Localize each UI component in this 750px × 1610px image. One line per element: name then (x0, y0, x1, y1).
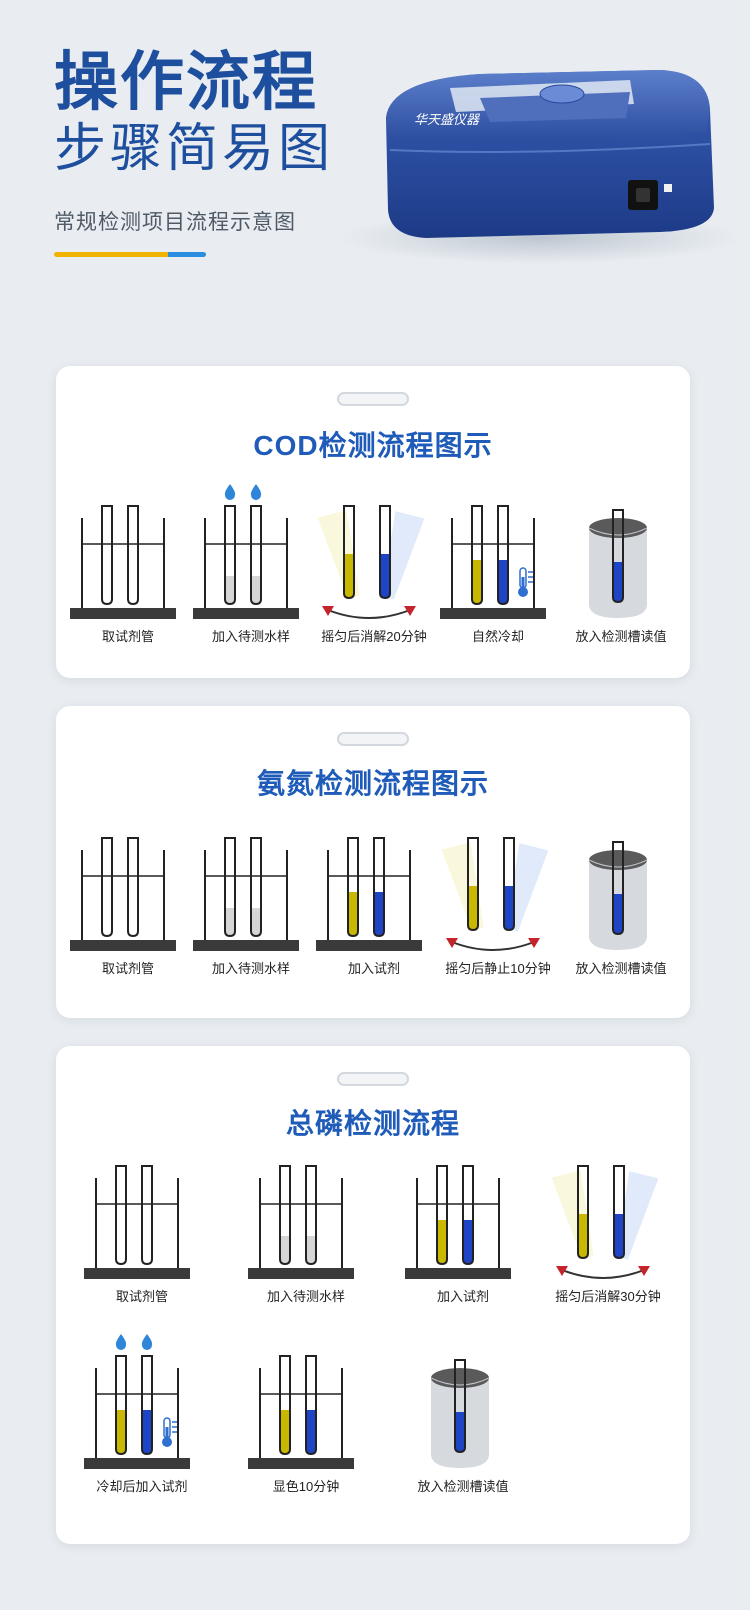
step-add-sample: 加入待测水样 (191, 484, 301, 644)
test-tube-rack-icon (84, 1165, 190, 1279)
step-shake-digest: 摇匀后消解20分钟 (314, 502, 427, 644)
thermometer-icon (84, 1334, 190, 1469)
step-take-tubes: 取试剂管 (68, 504, 178, 644)
step-add-sample: 加入待测水样 (191, 836, 301, 976)
step-cool-add-reagent: 冷却后加入试剂 (82, 1334, 192, 1494)
card-handle (337, 732, 409, 746)
card-handle (337, 1072, 409, 1086)
step-take-tubes: 取试剂管 (82, 1164, 192, 1304)
accent-bar (54, 252, 206, 257)
page-title: 操作流程 (54, 46, 318, 118)
step-shake-digest: 摇匀后消解30分钟 (548, 1162, 661, 1304)
detection-slot-icon (588, 509, 648, 618)
section-cod: COD检测流程图示 取试剂管 加入待测水样 摇匀后消解20分钟 自然冷却 放入检… (56, 366, 690, 678)
section-title: COD检测流程图示 (253, 430, 493, 461)
shake-arrow-icon (317, 505, 424, 619)
step-label: 摇匀后消解30分钟 (555, 1289, 661, 1304)
step-take-tubes: 取试剂管 (68, 836, 178, 976)
page-description: 常规检测项目流程示意图 (54, 211, 296, 234)
step-label: 加入试剂 (436, 1289, 489, 1304)
test-tube-rack-icon (248, 1165, 354, 1279)
step-add-reagent: 加入试剂 (403, 1164, 513, 1304)
section-title: 氨氮检测流程图示 (256, 768, 489, 799)
test-tube-rack-icon (70, 837, 176, 951)
step-add-sample: 加入待测水样 (246, 1164, 356, 1304)
test-tube-rack-icon (193, 484, 299, 619)
section-total-phosphorus: 总磷检测流程 取试剂管 加入待测水样 加入试剂 摇匀后消解30分钟 冷却后加入试… (56, 1046, 690, 1544)
step-label: 加入试剂 (347, 961, 400, 976)
test-tube-rack-icon (248, 1355, 354, 1469)
step-read-value: 放入检测槽读值 (561, 508, 671, 644)
step-read-value: 放入检测槽读值 (403, 1358, 513, 1494)
shake-arrow-icon (441, 837, 548, 951)
step-label: 取试剂管 (101, 961, 154, 976)
card-handle (337, 392, 409, 406)
step-label: 加入待测水样 (211, 961, 290, 976)
step-label: 摇匀后消解20分钟 (321, 629, 427, 644)
step-add-reagent: 加入试剂 (314, 836, 424, 976)
shake-arrow-icon (551, 1165, 658, 1279)
test-tube-rack-icon (405, 1165, 511, 1279)
thermometer-icon (440, 505, 546, 619)
analyzer-device-image: 华天盛仪器 (340, 70, 740, 264)
step-label: 放入检测槽读值 (417, 1479, 509, 1494)
section-ammonia: 氨氮检测流程图示 取试剂管 加入待测水样 加入试剂 摇匀后静止10分钟 放入检测… (56, 706, 690, 1018)
detection-slot-icon (588, 841, 648, 950)
test-tube-rack-icon (316, 837, 422, 951)
step-label: 冷却后加入试剂 (96, 1479, 188, 1494)
device-logo: 华天盛仪器 (414, 112, 480, 127)
step-shake-rest: 摇匀后静止10分钟 (438, 834, 551, 976)
test-tube-rack-icon (70, 505, 176, 619)
step-label: 显色10分钟 (272, 1479, 340, 1494)
step-read-value: 放入检测槽读值 (561, 840, 671, 976)
step-label: 加入待测水样 (266, 1289, 345, 1304)
page-subtitle: 步骤简易图 (54, 120, 335, 178)
hero-header: 操作流程 步骤简易图 常规检测项目流程示意图 华天盛仪器 (0, 0, 750, 330)
step-label: 自然冷却 (471, 629, 524, 644)
section-title: 总磷检测流程 (285, 1108, 460, 1139)
step-label: 摇匀后静止10分钟 (445, 961, 551, 976)
step-natural-cooling: 自然冷却 (438, 504, 548, 644)
step-color-develop: 显色10分钟 (246, 1354, 356, 1494)
step-label: 放入检测槽读值 (575, 629, 667, 644)
step-label: 取试剂管 (101, 629, 154, 644)
detection-slot-icon (430, 1359, 490, 1468)
step-label: 取试剂管 (115, 1289, 168, 1304)
step-label: 加入待测水样 (211, 629, 290, 644)
test-tube-rack-icon (193, 837, 299, 951)
step-label: 放入检测槽读值 (575, 961, 667, 976)
